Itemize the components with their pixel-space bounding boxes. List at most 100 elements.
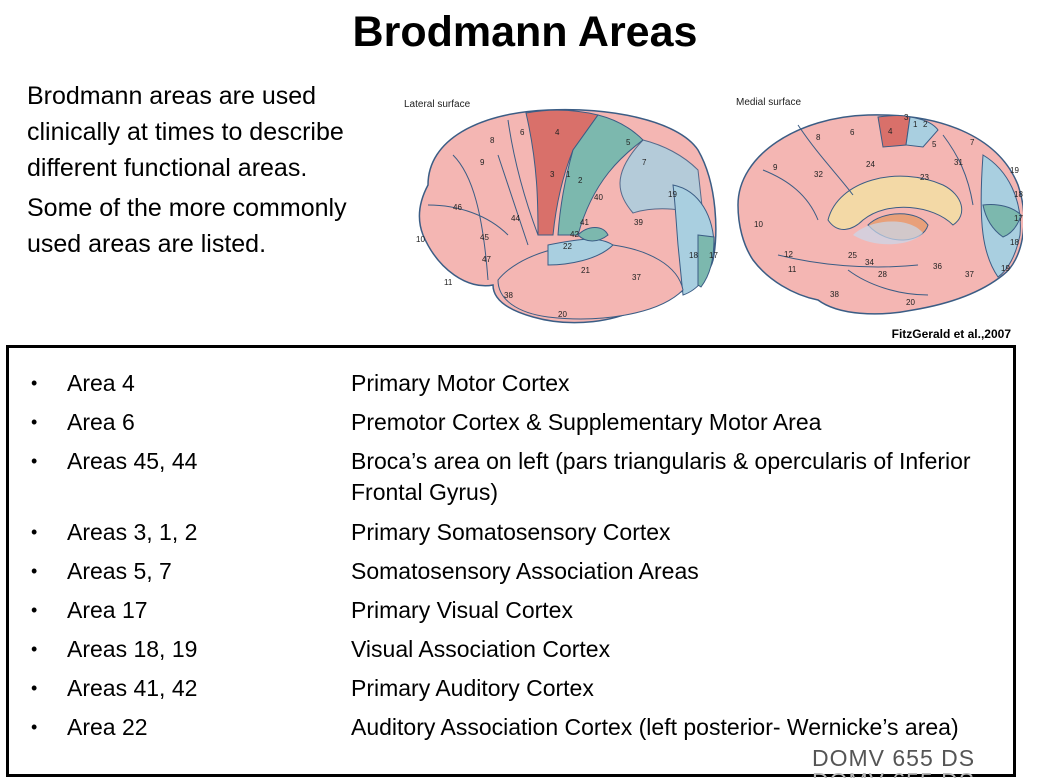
lat-7: 7 bbox=[642, 158, 647, 167]
bullet: • bbox=[31, 412, 38, 432]
area-description: Somatosensory Association Areas bbox=[351, 558, 699, 584]
lat-8: 8 bbox=[490, 136, 495, 145]
lat-17: 17 bbox=[709, 251, 718, 260]
lat-5: 5 bbox=[626, 138, 631, 147]
bullet: • bbox=[31, 451, 38, 471]
med-8: 8 bbox=[816, 133, 821, 142]
med-18: 18 bbox=[1014, 190, 1023, 199]
area-label: Areas 18, 19 bbox=[67, 636, 198, 662]
lat-9: 9 bbox=[480, 158, 485, 167]
course-watermark-reflection: DOMV 655 DS bbox=[812, 768, 975, 778]
area-description: Auditory Association Cortex (left poster… bbox=[351, 714, 959, 740]
lateral-area-4 bbox=[525, 109, 599, 236]
area-label: Area 6 bbox=[67, 409, 135, 435]
medial-surface-label: Medial surface bbox=[736, 97, 802, 108]
intro-paragraph-1: Brodmann areas are used clinically at ti… bbox=[27, 82, 344, 182]
med-32: 32 bbox=[814, 170, 823, 179]
area-label: Areas 5, 7 bbox=[67, 558, 172, 584]
med-17: 17 bbox=[1014, 214, 1023, 223]
lat-39: 39 bbox=[634, 218, 643, 227]
med-11: 11 bbox=[788, 265, 797, 274]
med-20: 20 bbox=[906, 298, 915, 307]
med-28: 28 bbox=[878, 270, 887, 279]
bullet: • bbox=[31, 373, 38, 393]
lateral-area-22 bbox=[547, 238, 614, 266]
med-2: 2 bbox=[923, 120, 928, 129]
med-7: 7 bbox=[970, 138, 975, 147]
bullet: • bbox=[31, 717, 38, 737]
lat-3: 3 bbox=[550, 170, 555, 179]
med-38: 38 bbox=[830, 290, 839, 299]
lat-45: 45 bbox=[480, 233, 489, 242]
lateral-surface-label: Lateral surface bbox=[404, 99, 471, 110]
area-description: Primary Somatosensory Cortex bbox=[351, 519, 671, 545]
lat-11: 11 bbox=[444, 278, 453, 287]
slide-title: Brodmann Areas bbox=[352, 8, 698, 56]
med-10: 10 bbox=[754, 220, 763, 229]
med-18b: 18 bbox=[1010, 238, 1019, 247]
lat-20: 20 bbox=[558, 310, 567, 319]
med-24: 24 bbox=[866, 160, 875, 169]
course-watermark: DOMV 655 DS bbox=[812, 745, 976, 771]
area-label: Areas 3, 1, 2 bbox=[67, 519, 198, 545]
lat-38: 38 bbox=[504, 291, 513, 300]
lat-19: 19 bbox=[668, 190, 677, 199]
med-31: 31 bbox=[954, 158, 963, 167]
med-12: 12 bbox=[784, 250, 793, 259]
bullet: • bbox=[31, 600, 38, 620]
med-1: 1 bbox=[913, 120, 918, 129]
area-description: Premotor Cortex & Supplementary Motor Ar… bbox=[351, 409, 822, 435]
medial-corpus-callosum bbox=[827, 175, 963, 230]
lat-21: 21 bbox=[581, 266, 590, 275]
lat-10: 10 bbox=[416, 235, 425, 244]
intro-text: Brodmann areas are used clinically at ti… bbox=[27, 78, 357, 262]
med-23: 23 bbox=[920, 173, 929, 182]
med-34: 34 bbox=[865, 258, 874, 267]
medial-cortex bbox=[737, 114, 1023, 315]
medial-area-17 bbox=[982, 204, 1022, 238]
med-9: 9 bbox=[773, 163, 778, 172]
med-37: 37 bbox=[965, 270, 974, 279]
lat-41: 41 bbox=[580, 218, 589, 227]
medial-inner bbox=[853, 221, 923, 245]
lat-2: 2 bbox=[578, 176, 583, 185]
area-description: Broca’s area on left (pars triangularis … bbox=[351, 448, 971, 505]
bullet: • bbox=[31, 561, 38, 581]
med-36: 36 bbox=[933, 262, 942, 271]
lat-44: 44 bbox=[511, 214, 520, 223]
area-description: Visual Association Cortex bbox=[351, 636, 611, 662]
intro-paragraph-2: Some of the more commonly used areas are… bbox=[27, 194, 347, 258]
lat-6: 6 bbox=[520, 128, 525, 137]
area-description: Primary Visual Cortex bbox=[351, 597, 573, 623]
lateral-area-41 bbox=[577, 227, 609, 242]
med-3: 3 bbox=[904, 113, 909, 122]
lat-37: 37 bbox=[632, 273, 641, 282]
lat-22: 22 bbox=[563, 242, 572, 251]
lateral-postcentral bbox=[557, 114, 644, 236]
medial-area-312 bbox=[905, 116, 939, 148]
area-description: Primary Auditory Cortex bbox=[351, 675, 594, 701]
area-label: Area 17 bbox=[67, 597, 148, 623]
bullet: • bbox=[31, 639, 38, 659]
lat-46: 46 bbox=[453, 203, 462, 212]
bullet: • bbox=[31, 678, 38, 698]
lat-4: 4 bbox=[555, 128, 560, 137]
lat-40: 40 bbox=[594, 193, 603, 202]
area-number-labels: 8 6 4 5 9 3 1 2 7 40 19 46 44 41 39 10 4… bbox=[416, 113, 1023, 319]
brain-figure: 8 6 4 5 9 3 1 2 7 40 19 46 44 41 39 10 4… bbox=[398, 95, 1023, 345]
lateral-brain bbox=[418, 108, 717, 324]
med-19b: 19 bbox=[1001, 264, 1010, 273]
lat-42: 42 bbox=[570, 230, 579, 239]
med-5: 5 bbox=[932, 140, 937, 149]
area-description: Primary Motor Cortex bbox=[351, 370, 570, 396]
lat-1: 1 bbox=[566, 170, 571, 179]
area-label: Areas 41, 42 bbox=[67, 675, 198, 701]
area-label: Area 22 bbox=[67, 714, 148, 740]
lat-47: 47 bbox=[482, 255, 491, 264]
brain-diagram: 8 6 4 5 9 3 1 2 7 40 19 46 44 41 39 10 4… bbox=[416, 108, 1023, 324]
med-19: 19 bbox=[1010, 166, 1019, 175]
lat-18: 18 bbox=[689, 251, 698, 260]
figure-credit: FitzGerald et al.,2007 bbox=[891, 327, 1011, 341]
area-label: Area 4 bbox=[67, 370, 135, 396]
lateral-area-17 bbox=[697, 234, 715, 288]
